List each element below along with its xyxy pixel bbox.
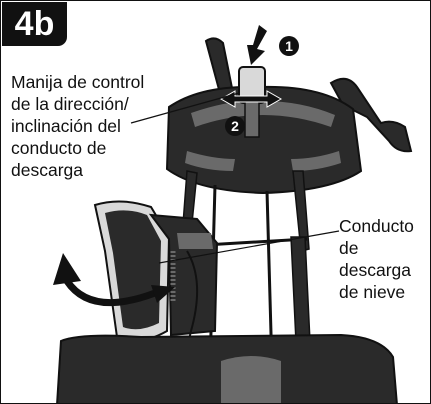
right-handlebar [329,77,413,153]
left-handlebar [204,37,235,99]
leader-line-control [130,92,240,124]
step-badge: 4b [2,2,67,46]
discharge-chute-label: Conducto de descarga de nieve [339,216,414,302]
leader-line-chute [158,230,340,264]
dash-vent-left [185,151,235,171]
dash-vent-right [291,151,341,171]
rotate-chute-arrow [64,278,157,307]
press-down-arrow [247,25,267,65]
frame-rail-right [292,170,310,252]
chute-control-label: Manija de control de la dirección/ incli… [11,72,145,180]
callout-1: 1 [279,36,299,56]
dash-highlight [191,100,335,127]
callout-2: 2 [225,116,245,136]
